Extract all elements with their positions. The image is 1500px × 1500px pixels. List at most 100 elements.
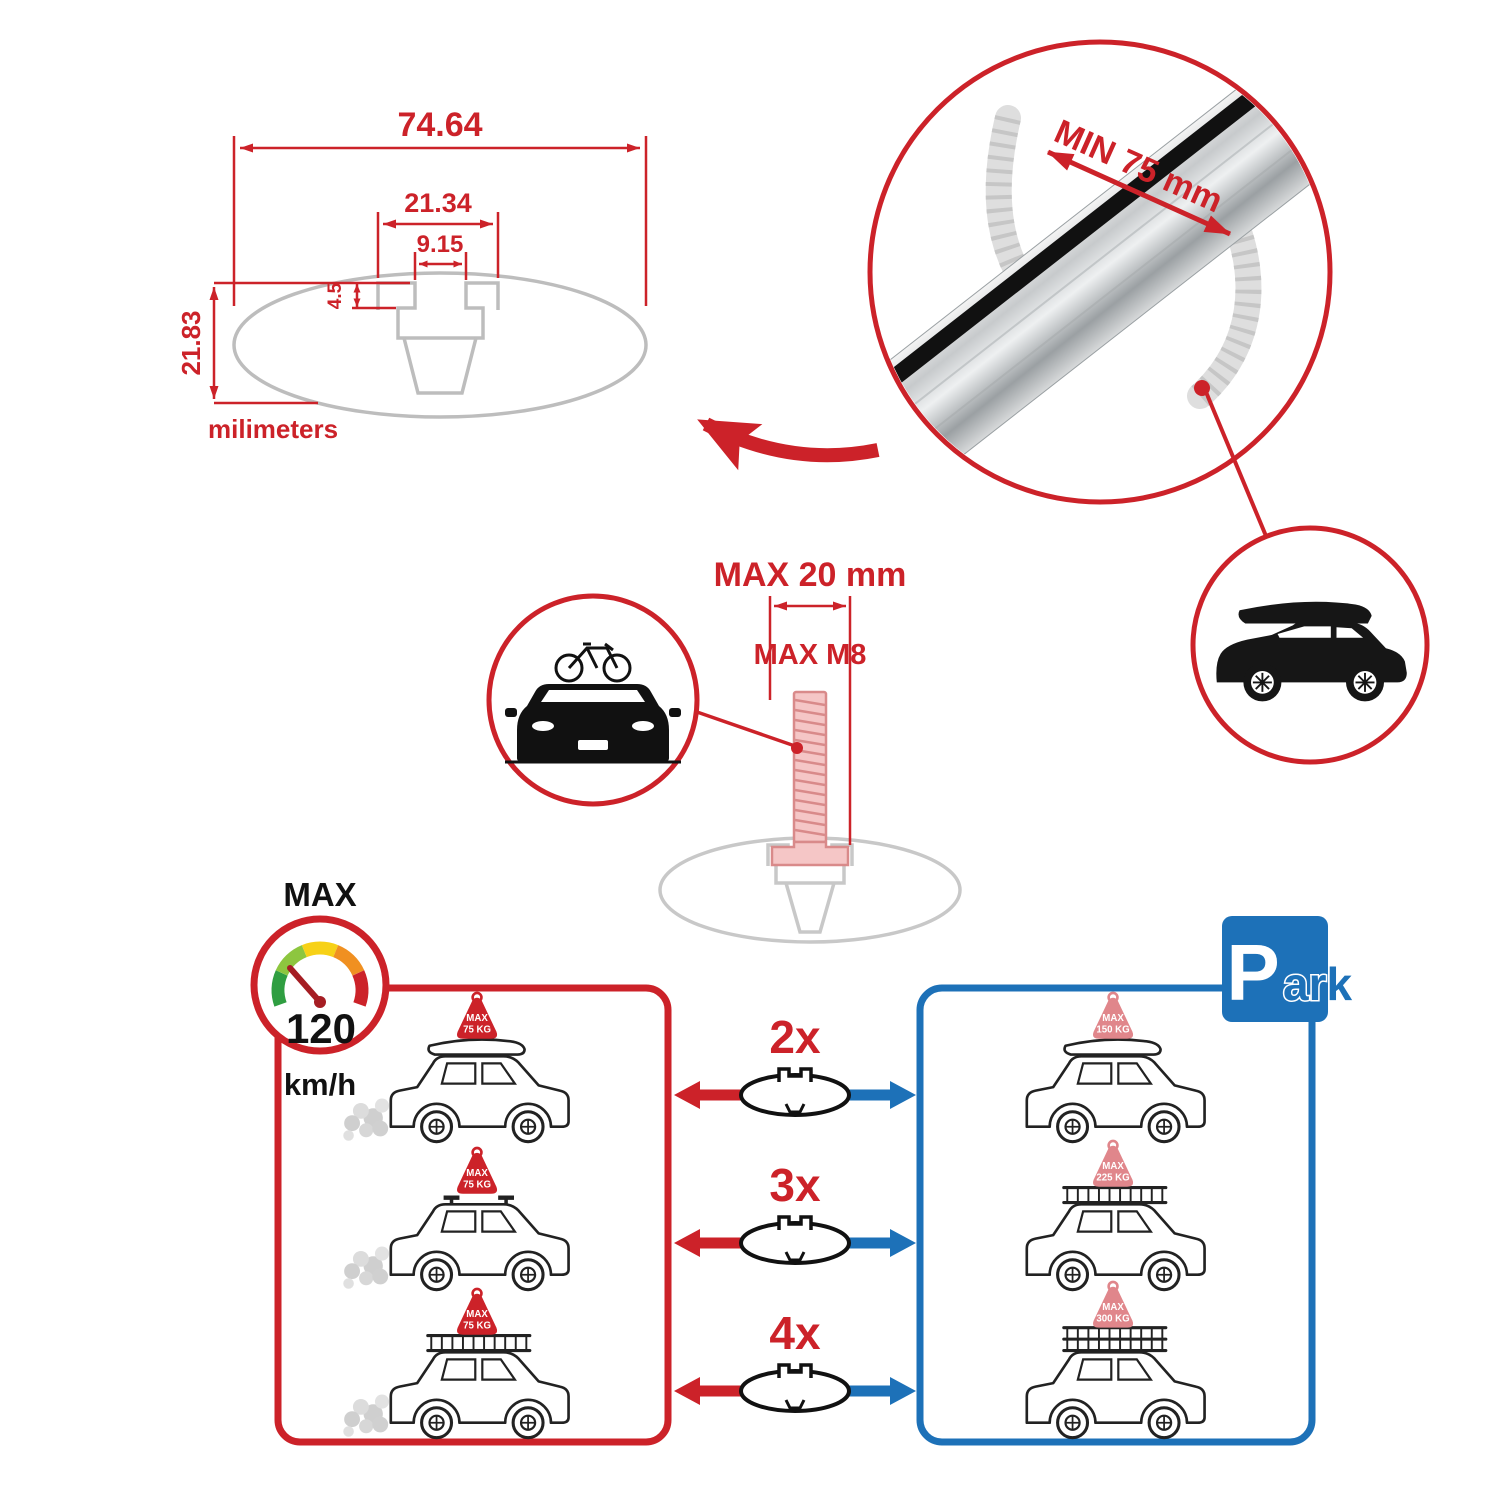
roofbox-accessory xyxy=(1063,1038,1162,1056)
bar-qty-row-1: 2x xyxy=(674,1011,916,1117)
gauge-arc-red xyxy=(352,970,369,1007)
car-headlight-left xyxy=(532,721,554,731)
roofbox xyxy=(1238,601,1372,624)
qty-label-2: 3x xyxy=(769,1159,821,1211)
dim-overall-height: 21.83 xyxy=(176,310,206,375)
arrow-left-head xyxy=(674,1377,700,1405)
bar-qty-row-3: 4x xyxy=(674,1307,916,1413)
gauge-arc-orange xyxy=(332,945,365,976)
gauge-needle xyxy=(287,965,323,1005)
cross-section-drawing: 74.64 21.34 9.15 4.5 21.83 milimeters xyxy=(176,106,648,444)
gauge-arc-lime xyxy=(275,945,308,976)
arrow-right-head xyxy=(890,1377,916,1405)
icon-stem xyxy=(784,1399,806,1410)
parking-sign-rest: ark xyxy=(1283,958,1352,1010)
bar-rubber-strip xyxy=(873,45,1320,433)
dim-lip-height: 4.5 xyxy=(325,282,346,309)
dimension-lines xyxy=(209,136,648,405)
speed-limit-gauge: MAX 120 km/h xyxy=(250,876,390,1102)
min-span-dimension xyxy=(1046,149,1232,237)
bike-car-circle xyxy=(486,593,700,807)
icon-stem xyxy=(784,1103,806,1114)
load-sign-max: MAX xyxy=(1102,1302,1124,1313)
load-sign-max: MAX xyxy=(1102,1013,1124,1024)
ghost-t-slot xyxy=(766,843,854,885)
car-front-body xyxy=(517,684,669,762)
arrow-right-head xyxy=(890,1081,916,1109)
profile-t-slot xyxy=(376,281,500,340)
qty-label-3: 4x xyxy=(769,1307,821,1359)
tbolt-diagram: MAX 20 mm MAX M8 xyxy=(658,556,962,944)
bolt-max-width-label: MAX 20 mm xyxy=(714,556,907,594)
load-sign: MAX 75 KG xyxy=(455,1146,499,1196)
load-sign-max: MAX xyxy=(466,1168,488,1179)
bike-frame xyxy=(567,642,619,670)
suv-window-rear xyxy=(1277,626,1331,638)
load-sign-max: MAX xyxy=(466,1309,488,1320)
load-sign: MAX 225 KG xyxy=(1091,1139,1135,1189)
wheel-rear-spokes xyxy=(1252,672,1272,692)
icon-t-slot xyxy=(777,1363,813,1378)
suv-window-front xyxy=(1336,627,1364,638)
roofbox-accessory xyxy=(427,1038,526,1056)
speed-units: km/h xyxy=(284,1067,356,1102)
suv-with-roofbox xyxy=(1216,601,1407,702)
parked-car-1: MAX 150 KG xyxy=(1025,991,1207,1144)
callout-line-bolt xyxy=(696,710,796,748)
load-sign-value: 150 KG xyxy=(1096,1025,1129,1036)
parking-sign: P ark xyxy=(1222,916,1354,1022)
load-sign: MAX 75 KG xyxy=(455,1287,499,1337)
callout-line-vehicle xyxy=(1204,391,1268,537)
dim-channel-width: 21.34 xyxy=(404,188,472,218)
arrow-left-head xyxy=(674,1229,700,1257)
profile-stem xyxy=(402,337,478,395)
units-label: milimeters xyxy=(208,414,338,444)
bar-shadow-line xyxy=(873,97,1327,481)
bolt-max-thread-label: MAX M8 xyxy=(754,639,867,671)
bike-wheel-left xyxy=(554,653,584,683)
t-bolt xyxy=(770,690,850,867)
bike-wheel-right xyxy=(602,653,632,683)
gauge-circle xyxy=(250,915,390,1055)
car-mirror-right xyxy=(669,708,681,717)
car-mirror-left xyxy=(505,708,517,717)
bar-render-circle: MIN 75 mm xyxy=(867,39,1333,505)
car-plate xyxy=(578,740,608,750)
car-windshield xyxy=(541,690,645,702)
driving-car-2: MAX 75 KG xyxy=(343,1146,571,1292)
dim-slot-width: 9.15 xyxy=(417,231,464,258)
parking-sign-board xyxy=(1222,916,1328,1022)
ghost-stem xyxy=(784,882,836,934)
zoom-arrow xyxy=(697,417,880,471)
parked-car-3: MAX 300 KG xyxy=(1025,1280,1207,1440)
dim-overall-width: 74.64 xyxy=(397,106,482,144)
roofbox-car-circle xyxy=(1190,525,1430,765)
bar-highlight-line xyxy=(873,72,1327,456)
bolt-threads xyxy=(794,698,826,837)
car-headlight-right xyxy=(632,721,654,731)
load-sign: MAX 75 KG xyxy=(455,991,499,1041)
crossbar-profile-icon xyxy=(739,1067,851,1117)
clamp-strap-right-ribs xyxy=(1191,208,1262,406)
load-sign-max: MAX xyxy=(466,1013,488,1024)
bar-qty-row-2: 3x xyxy=(674,1159,916,1265)
load-sign-value: 75 KG xyxy=(463,1025,491,1036)
arrow-right-head xyxy=(890,1229,916,1257)
crossbar-profile-icon xyxy=(739,1363,851,1413)
load-sign-value: 225 KG xyxy=(1096,1173,1129,1184)
profile-ellipse xyxy=(232,271,648,419)
crossbar-profile-icon xyxy=(739,1215,851,1265)
qty-label-1: 2x xyxy=(769,1011,821,1063)
load-sign-value: 75 KG xyxy=(463,1321,491,1332)
bolt-t-head xyxy=(770,840,850,867)
arrow-left-head xyxy=(674,1081,700,1109)
speed-max-label: MAX xyxy=(283,876,356,913)
icon-t-slot xyxy=(777,1067,813,1082)
load-sign-value: 300 KG xyxy=(1096,1314,1129,1325)
parked-car-2: MAX 225 KG xyxy=(1025,1139,1207,1292)
load-sign-value: 75 KG xyxy=(463,1180,491,1191)
icon-stem xyxy=(784,1251,806,1262)
load-sign: MAX 150 KG xyxy=(1091,991,1135,1041)
